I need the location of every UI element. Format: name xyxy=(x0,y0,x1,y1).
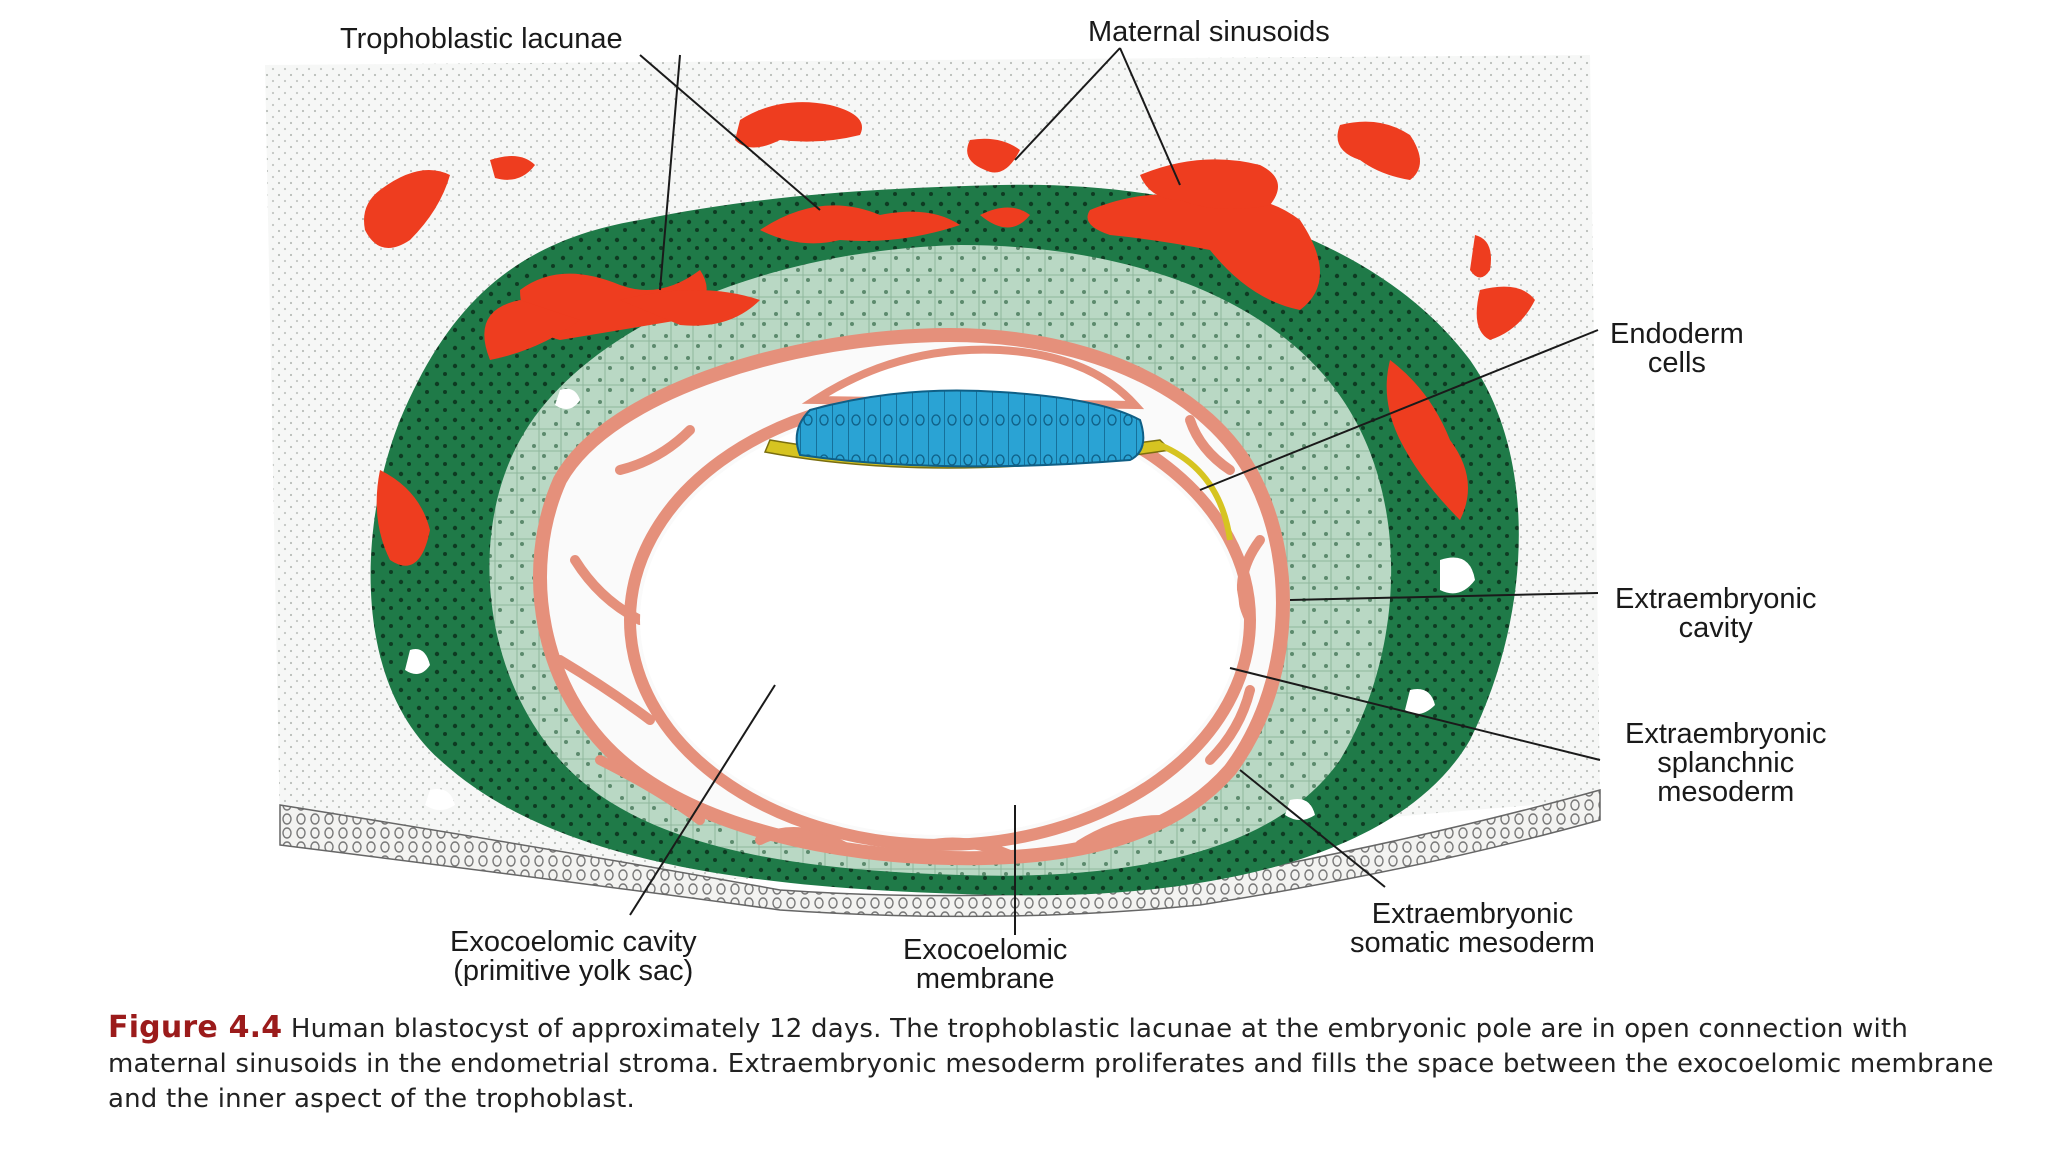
endoderm-extension xyxy=(1158,442,1233,541)
trophoblastic-lacunae xyxy=(376,194,1468,566)
amniotic-cavity xyxy=(801,345,1145,410)
exocoelomic-cavity xyxy=(640,405,1240,835)
label-endoderm-cells: Endoderm cells xyxy=(1610,318,1744,379)
label-maternal-sinusoids: Maternal sinusoids xyxy=(1088,16,1330,48)
label-extraembryonic-cavity: Extraembryonic cavity xyxy=(1615,583,1817,644)
label-splanchnic-mesoderm: Extraembryonic splanchnic mesoderm xyxy=(1625,718,1827,808)
uterine-epithelium xyxy=(279,789,1601,918)
leader-trophoblastic-lacunae-a xyxy=(639,54,821,211)
leader-endoderm-cells xyxy=(1199,329,1599,491)
leader-maternal-sinusoids-b xyxy=(1119,47,1181,186)
caption-text: Human blastocyst of approximately 12 day… xyxy=(108,1014,1994,1114)
trophoblast-vacuoles xyxy=(405,388,1475,820)
label-exocoelomic-cavity: Exocoelomic cavity (primitive yolk sac) xyxy=(450,926,697,987)
leader-lines xyxy=(629,47,1601,935)
figure-number: Figure 4.4 xyxy=(108,1010,283,1045)
label-exocoelomic-membrane: Exocoelomic membrane xyxy=(903,934,1068,995)
leader-trophoblastic-lacunae-b xyxy=(659,54,681,291)
figure-caption: Figure 4.4 Human blastocyst of approxima… xyxy=(108,1010,2028,1117)
embryonic-disc xyxy=(795,389,1145,468)
label-trophoblastic-lacunae: Trophoblastic lacunae xyxy=(340,23,623,55)
leader-splanchnic-mesoderm xyxy=(1229,667,1601,761)
leader-exocoelomic-cavity xyxy=(629,684,776,916)
leader-somatic-mesoderm xyxy=(1239,769,1386,888)
leader-extraembryonic-cavity xyxy=(1289,592,1599,601)
label-somatic-mesoderm: Extraembryonic somatic mesoderm xyxy=(1350,898,1595,959)
leader-maternal-sinusoids-a xyxy=(1014,47,1121,161)
